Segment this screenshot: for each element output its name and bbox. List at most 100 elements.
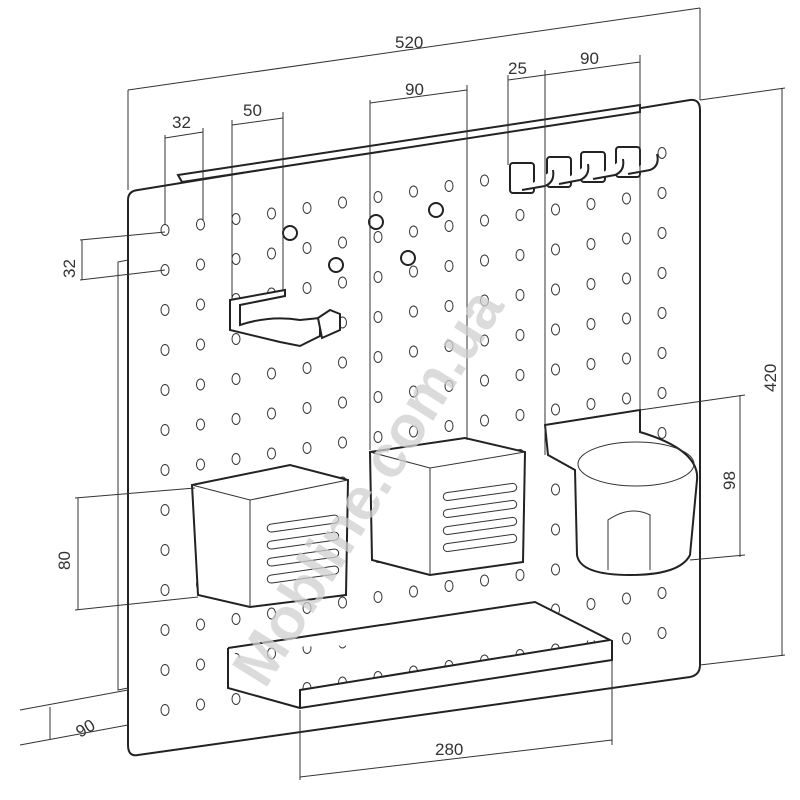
peg-hole [480, 414, 489, 427]
peg-hole [196, 298, 205, 311]
peg-hole [551, 243, 560, 256]
peg-hole [160, 384, 170, 396]
peg-hole [196, 698, 205, 711]
peg-hole [231, 372, 241, 385]
peg-hole [444, 299, 454, 312]
peg-hole [480, 374, 489, 387]
dim-basket-height: 80 [55, 551, 74, 570]
left-basket [190, 463, 350, 609]
peg-hooks [282, 202, 444, 273]
peg-hole [338, 396, 347, 409]
peg-hole [551, 483, 560, 496]
peg-hole [657, 346, 667, 359]
peg-hole [373, 270, 383, 283]
peg-hole [160, 344, 170, 356]
peg-hole [515, 568, 525, 581]
phone-holder-clip [316, 308, 341, 340]
dim-hooks-spacing: 90 [580, 49, 599, 68]
peg-hole [267, 207, 276, 220]
peg-hole [373, 350, 383, 363]
middle-basket-edge [369, 451, 526, 575]
peg-hole [622, 232, 631, 245]
board-side-edge [117, 259, 129, 691]
peg-hole [373, 230, 383, 243]
peg-hole [657, 426, 667, 439]
peg-hole [551, 563, 560, 576]
peg-hole [160, 664, 170, 676]
peg-hole [551, 203, 560, 216]
peg-hole [160, 304, 170, 316]
peg-hole [551, 523, 560, 536]
peg-hole [409, 425, 418, 438]
dim-phone-holder-width: 50 [243, 101, 262, 120]
peg-hole [622, 312, 631, 325]
peg-hole [586, 317, 596, 330]
dim-shelf-width: 280 [435, 740, 463, 759]
middle-basket [368, 436, 527, 577]
peg-hole [196, 338, 205, 351]
peg-hole [480, 214, 489, 227]
peg-hole [338, 356, 347, 369]
peg-hole [657, 586, 667, 599]
peg-hole [338, 596, 347, 609]
peg-hole [515, 248, 525, 261]
peg-hole [515, 328, 525, 341]
peg-hole [160, 464, 170, 476]
dimension-labels: 520 32 50 90 25 90 32 80 420 98 90 280 [55, 33, 780, 759]
peg-hole [302, 281, 312, 294]
peg-hole [409, 305, 418, 318]
left-basket-edge [191, 479, 349, 607]
peg-hole [302, 601, 312, 614]
peg-hole [622, 632, 631, 645]
peg-hole [338, 276, 347, 289]
peg-hole [622, 352, 631, 365]
peg-hole [231, 452, 241, 465]
peg-hole [160, 424, 170, 436]
peg-hole [480, 574, 489, 587]
dim-hole-spacing-h: 32 [172, 113, 191, 132]
peg-hole [551, 323, 560, 336]
peg-hole [551, 363, 560, 376]
dim-middle-spacing: 90 [405, 80, 424, 99]
peg-hole [515, 368, 525, 381]
peg-hole [657, 306, 667, 319]
peg-hole [160, 624, 170, 636]
peg-hole [160, 704, 170, 716]
dim-hook-width: 25 [508, 59, 527, 78]
peg-hole [622, 272, 631, 285]
peg-hole [480, 294, 489, 307]
peg-hole [586, 357, 596, 370]
peg-hole [515, 288, 525, 301]
dim-shelf-depth: 90 [73, 716, 99, 742]
peg-hole [444, 379, 454, 392]
peg-hole [444, 339, 454, 352]
peg-hole [231, 412, 241, 425]
peg-hole [160, 544, 170, 556]
peg-hole [196, 258, 205, 271]
peg-hole [302, 401, 312, 414]
peg-hole [409, 345, 418, 358]
peg-hole [480, 334, 489, 347]
peg-hole [551, 283, 560, 296]
peg-hole [657, 266, 667, 279]
peg-hole [267, 407, 276, 420]
left-basket-slots [266, 514, 340, 584]
peg-hole [622, 392, 631, 405]
peg-hole [515, 208, 525, 221]
peg-hole [196, 458, 205, 471]
dim-hole-spacing-v: 32 [60, 259, 79, 278]
peg-hole [622, 192, 631, 205]
peg-hole [657, 146, 667, 159]
peg-hole [622, 592, 631, 605]
peg-hole [302, 241, 312, 254]
peg-hole [409, 585, 418, 598]
peg-hole [444, 579, 454, 592]
peg-hole [409, 265, 418, 278]
peg-hole [586, 237, 596, 250]
peg-hole [373, 590, 383, 603]
peg-hole [231, 692, 241, 705]
peg-hole [444, 259, 454, 272]
peg-hole [196, 218, 205, 231]
peg-hole [267, 367, 276, 380]
